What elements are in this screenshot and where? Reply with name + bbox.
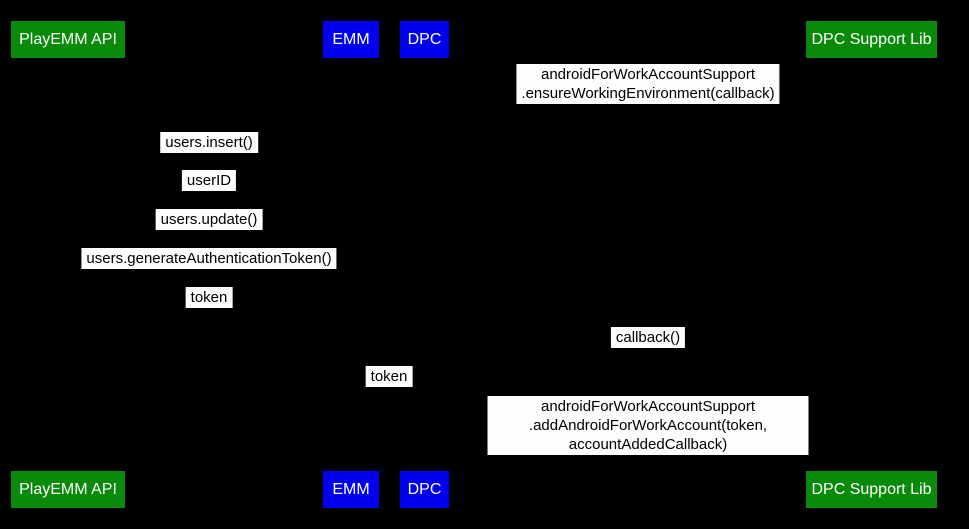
message-add-android-for-work-account: androidForWorkAccountSupport .addAndroid… (487, 396, 809, 455)
actor-emm-top: EMM (323, 21, 379, 58)
actor-playemm-api-bottom: PlayEMM API (11, 471, 125, 508)
actor-dpc-support-lib-top: DPC Support Lib (806, 21, 937, 58)
message-users-update: users.update() (155, 209, 263, 230)
message-ensure-working-environment: androidForWorkAccountSupport .ensureWork… (516, 64, 780, 104)
message-generate-authentication-token: users.generateAuthenticationToken() (81, 248, 337, 269)
message-callback: callback() (610, 327, 686, 348)
actor-emm-bottom: EMM (323, 471, 379, 508)
message-token-to-emm: token (185, 287, 233, 308)
actor-dpc-support-lib-bottom: DPC Support Lib (806, 471, 937, 508)
message-user-id: userID (181, 170, 237, 191)
message-users-insert: users.insert() (160, 132, 258, 153)
message-token-to-dpc: token (365, 366, 413, 387)
actor-dpc-top: DPC (400, 21, 449, 58)
actor-dpc-bottom: DPC (400, 471, 449, 508)
actor-playemm-api-top: PlayEMM API (11, 21, 125, 58)
